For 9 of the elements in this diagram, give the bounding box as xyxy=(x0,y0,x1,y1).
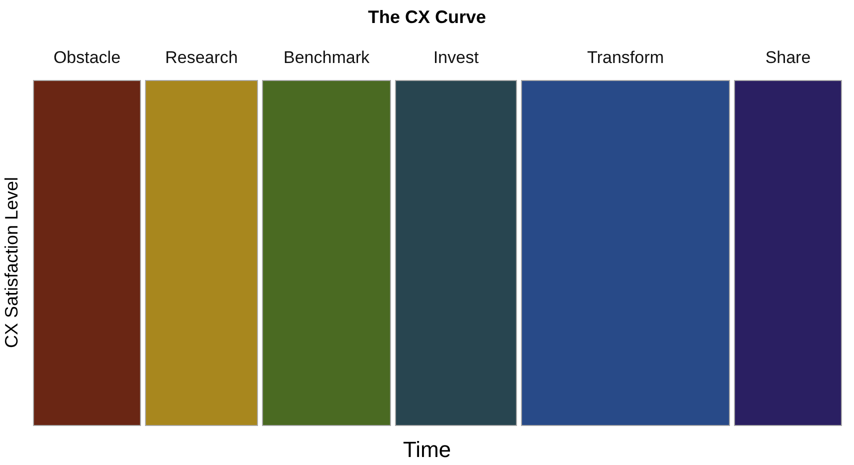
stage-heading: Research xyxy=(164,48,239,68)
axis-label: Time xyxy=(402,437,452,463)
stage-heading: Obstacle xyxy=(52,48,122,68)
stage-heading: Transform xyxy=(586,48,665,68)
stage-heading: Benchmark xyxy=(282,48,370,68)
stage-heading: Invest xyxy=(432,48,480,68)
stage-heading: Share xyxy=(764,48,812,68)
chart-title: The CX Curve xyxy=(366,7,488,28)
axis-label: CX Satisfaction Level xyxy=(2,176,22,350)
